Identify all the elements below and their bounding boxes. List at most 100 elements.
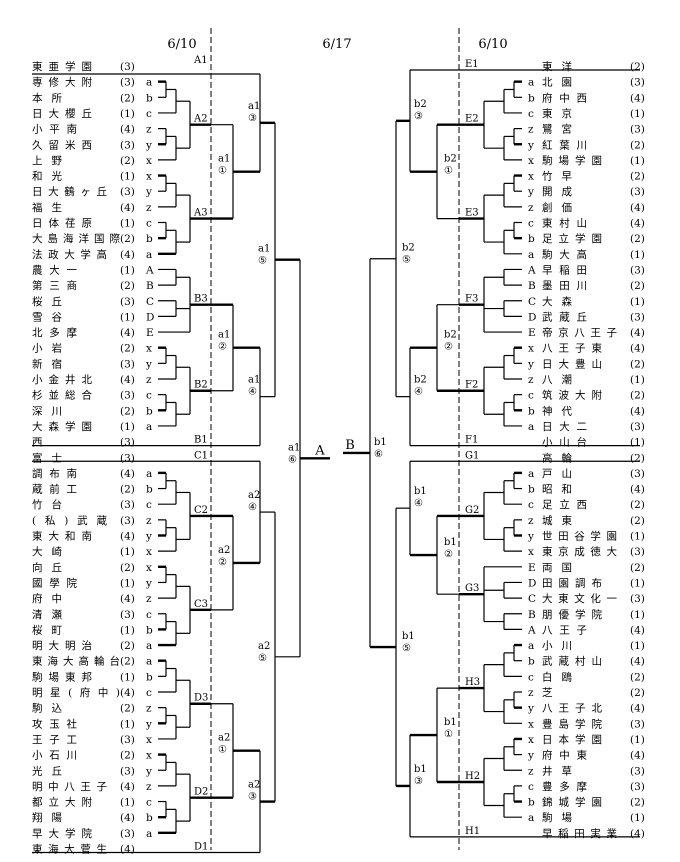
team-name: 小平南 — [32, 123, 77, 136]
team-code: A — [527, 624, 536, 636]
round-code: b1 — [374, 437, 387, 448]
seed-label: G3 — [465, 583, 479, 594]
team-code: x — [528, 718, 534, 730]
team-name: 駒場学園 — [542, 154, 602, 167]
team-code: z — [528, 124, 534, 136]
team-code: z — [146, 124, 152, 136]
team-number: (2) — [630, 390, 645, 402]
team-code: b — [146, 405, 153, 417]
team-name: 白鴎 — [542, 670, 573, 683]
team-number: (3) — [120, 828, 135, 840]
seed-label: D2 — [194, 787, 208, 798]
team-name: 府中西 — [542, 91, 587, 104]
team-name: 國學院 — [32, 576, 78, 589]
team-name: 福生 — [32, 201, 62, 214]
team-number: (1) — [120, 171, 135, 183]
team-code: x — [528, 343, 534, 355]
team-number: (3) — [120, 61, 135, 73]
team-code: c — [528, 390, 534, 402]
team-name: 和光 — [32, 170, 63, 183]
date-right: 6/10 — [478, 37, 507, 52]
team-code: z — [146, 202, 152, 214]
team-name: 小山台 — [542, 436, 587, 449]
team-code: A — [145, 264, 154, 276]
team-number: (1) — [630, 249, 645, 261]
team-name: 向丘 — [32, 561, 62, 574]
seed-label: D1 — [194, 842, 208, 853]
team-number: (3) — [120, 499, 135, 511]
round-code: b2 — [444, 154, 457, 165]
team-code: y — [145, 186, 152, 198]
team-name: 駒大高 — [542, 248, 587, 261]
round-number: ④ — [248, 387, 257, 398]
team-name: 小岩 — [32, 342, 62, 355]
seed-label: H2 — [465, 771, 480, 782]
team-number: (2) — [630, 797, 645, 809]
team-name: 武蔵丘 — [542, 310, 587, 323]
team-code: C — [528, 593, 536, 605]
team-code: y — [145, 718, 152, 730]
team-number: (4) — [630, 624, 645, 636]
team-number: (2) — [630, 358, 645, 370]
team-name: 日体荏原 — [32, 218, 92, 230]
team-code: z — [528, 202, 534, 214]
team-number: (4) — [120, 468, 135, 480]
team-code: c — [528, 499, 534, 511]
team-number: (1) — [630, 577, 645, 589]
team-code: c — [146, 108, 152, 120]
team-number: (1) — [630, 296, 645, 308]
team-name: 北園 — [542, 77, 572, 89]
team-number: (2) — [120, 703, 135, 715]
team-number: (4) — [120, 249, 135, 261]
round-code: a2 — [218, 733, 230, 744]
team-name: 小石川 — [32, 750, 77, 762]
team-number: (2) — [630, 280, 645, 292]
team-name: 杉並総合 — [32, 389, 93, 402]
round-code: b2 — [414, 99, 427, 110]
team-number: (3) — [120, 515, 135, 527]
team-name: 竹台 — [32, 498, 62, 511]
team-number: (1) — [630, 108, 645, 120]
round-number: ① — [444, 166, 453, 177]
team-code: a — [146, 468, 152, 480]
team-number: (4) — [630, 343, 645, 355]
team-number: (3) — [120, 186, 135, 198]
team-number: (1) — [120, 264, 135, 276]
team-name: 開成 — [542, 186, 573, 198]
team-name: 小金井北 — [32, 373, 93, 386]
team-number: (1) — [630, 155, 645, 167]
round-number: ⑥ — [288, 454, 297, 465]
team-number: (1) — [120, 577, 135, 589]
team-number: (4) — [630, 327, 645, 339]
team-code: x — [528, 155, 534, 167]
team-name: 小川 — [542, 640, 572, 652]
team-code: b — [528, 656, 535, 668]
team-code: b — [528, 92, 535, 104]
team-code: a — [146, 640, 152, 652]
team-code: y — [145, 531, 152, 543]
team-code: z — [528, 687, 534, 699]
team-name: 北多摩 — [32, 326, 78, 339]
team-name: 駒場東邦 — [32, 670, 92, 683]
team-name: 豊島学院 — [542, 717, 603, 730]
team-code: C — [528, 296, 536, 308]
team-number: (4) — [630, 703, 645, 715]
team-code: z — [146, 515, 152, 527]
team-number: (3) — [120, 77, 135, 89]
team-number: (3) — [630, 186, 645, 198]
round-number: ⑤ — [258, 653, 267, 664]
team-name: 専修大附 — [32, 76, 93, 89]
team-name: 足立西 — [542, 498, 587, 511]
round-number: ③ — [248, 792, 257, 803]
round-code: a2 — [248, 490, 260, 501]
round-code: b2 — [414, 375, 427, 386]
team-code: b — [146, 812, 153, 824]
team-code: c — [528, 108, 534, 120]
team-number: (2) — [630, 171, 645, 183]
team-code: y — [527, 703, 534, 715]
round-code: b1 — [444, 537, 457, 548]
team-number: (1) — [120, 797, 135, 809]
team-number: (4) — [630, 405, 645, 417]
round-code: b2 — [402, 243, 415, 254]
